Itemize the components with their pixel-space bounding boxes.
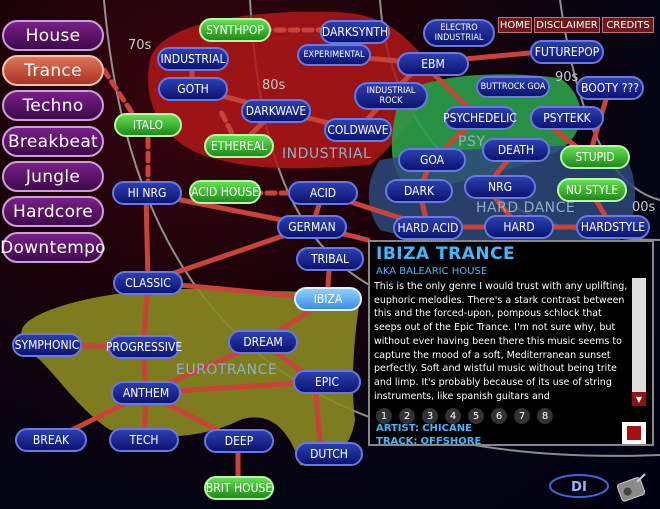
genre-italo[interactable]: ITALO — [114, 113, 182, 137]
era-label-70s: 70s — [128, 38, 152, 53]
genre-german[interactable]: GERMAN — [277, 215, 347, 239]
genre-tech[interactable]: TECH — [109, 428, 179, 452]
genre-industrial-rock[interactable]: INDUSTRIAL ROCK — [354, 82, 428, 110]
track-button-6[interactable]: 6 — [491, 408, 507, 424]
track-selector: 1 2 3 4 5 6 7 8 — [376, 408, 553, 424]
zone-label-eurotrance: EUROTRANCE — [176, 362, 278, 378]
genre-break[interactable]: BREAK — [15, 428, 87, 452]
aka-value: BALEARIC HOUSE — [399, 266, 488, 277]
track-button-5[interactable]: 5 — [468, 408, 484, 424]
genre-booty[interactable]: BOOTY ??? — [576, 76, 644, 100]
aka-label: AKA — [376, 266, 397, 277]
genre-buttrock-goa[interactable]: BUTTROCK GOA — [476, 76, 550, 98]
category-house[interactable]: House — [2, 20, 104, 51]
genre-hard[interactable]: HARD — [484, 215, 554, 239]
genre-hi-nrg[interactable]: HI NRG — [112, 181, 182, 205]
stop-icon — [627, 426, 641, 440]
category-trance[interactable]: Trance — [2, 55, 104, 86]
genre-coldwave[interactable]: COLDWAVE — [324, 118, 392, 142]
artist-value: CHICANE — [422, 423, 472, 434]
genre-epic[interactable]: EPIC — [293, 370, 361, 394]
zone-label-industrial: INDUSTRIAL — [282, 146, 372, 162]
stop-button[interactable] — [622, 422, 646, 444]
track-button-2[interactable]: 2 — [399, 408, 415, 424]
genre-darksynth[interactable]: DARKSYNTH — [320, 20, 390, 44]
genre-nu-style[interactable]: NU STYLE — [557, 178, 627, 202]
track-button-8[interactable]: 8 — [537, 408, 553, 424]
genre-industrial[interactable]: INDUSTRIAL — [157, 47, 229, 71]
credits-link[interactable]: CREDITS — [602, 17, 654, 33]
genre-dutch[interactable]: DUTCH — [295, 442, 363, 466]
genre-info-panel: IBIZA TRANCE AKA BALEARIC HOUSE This is … — [368, 240, 654, 447]
genre-brit-house[interactable]: BRIT HOUSE — [204, 476, 274, 500]
era-label-00s: 00s — [632, 200, 656, 215]
genre-progressive[interactable]: PROGRESSIVE — [106, 335, 182, 359]
genre-classic[interactable]: CLASSIC — [113, 271, 183, 295]
genre-electro-industrial[interactable]: ELECTRO INDUSTRIAL — [423, 19, 495, 47]
artist-label: ARTIST: — [376, 423, 420, 434]
category-breakbeat[interactable]: Breakbeat — [2, 126, 104, 157]
genre-dream[interactable]: DREAM — [228, 330, 298, 354]
genre-anthem[interactable]: ANTHEM — [111, 381, 181, 405]
category-jungle[interactable]: Jungle — [2, 161, 104, 192]
genre-info-aka: AKA BALEARIC HOUSE — [376, 266, 487, 277]
genre-tribal[interactable]: TRIBAL — [296, 247, 364, 271]
zone-label-hard-dance: HARD DANCE — [476, 200, 576, 216]
genre-symphonic[interactable]: SYMPHONIC — [12, 333, 82, 357]
genre-deep[interactable]: DEEP — [204, 429, 274, 453]
genre-dark[interactable]: DARK — [385, 179, 453, 203]
genre-acid[interactable]: ACID — [288, 181, 358, 205]
genre-darkwave[interactable]: DARKWAVE — [241, 99, 311, 123]
genre-goth[interactable]: GOTH — [158, 77, 228, 101]
disclaimer-link[interactable]: DISCLAIMER — [534, 17, 600, 33]
genre-experimental[interactable]: EXPERIMENTAL — [297, 44, 371, 66]
zone-label-psy: PSY — [458, 134, 486, 150]
category-hardcore[interactable]: Hardcore — [2, 196, 104, 227]
track-button-4[interactable]: 4 — [445, 408, 461, 424]
di-logo[interactable]: DI — [548, 472, 610, 502]
logo-text: DI — [571, 480, 587, 495]
genre-ebm[interactable]: EBM — [397, 52, 469, 76]
home-link[interactable]: HOME — [498, 17, 532, 33]
genre-psychedelic[interactable]: PSYCHEDELIC — [443, 106, 517, 130]
radio-icon[interactable] — [615, 472, 649, 504]
genre-description: This is the only genre I would trust wit… — [374, 281, 628, 402]
genre-stupid[interactable]: STUPID — [560, 145, 630, 169]
track-line: TRACK: OFFSHORE — [376, 436, 481, 447]
track-label: TRACK: — [376, 436, 418, 447]
genre-synthpop[interactable]: SYNTHPOP — [199, 18, 271, 42]
era-label-80s: 80s — [262, 78, 286, 93]
genre-futurepop[interactable]: FUTUREPOP — [530, 40, 604, 64]
scroll-down-button[interactable]: ▼ — [632, 392, 646, 406]
genre-acid-house[interactable]: ACID HOUSE — [189, 180, 261, 204]
genre-ethereal[interactable]: ETHEREAL — [204, 134, 274, 158]
scrollbar-track[interactable] — [632, 278, 646, 406]
track-button-3[interactable]: 3 — [422, 408, 438, 424]
category-downtempo[interactable]: Downtempo — [0, 232, 106, 263]
genre-psytekk[interactable]: PSYTEKK — [530, 106, 604, 130]
genre-nrg[interactable]: NRG — [464, 175, 536, 199]
genre-goa[interactable]: GOA — [398, 148, 466, 172]
era-label-90s: 90s — [555, 70, 579, 85]
genre-ibiza[interactable]: IBIZA — [294, 287, 362, 311]
artist-line: ARTIST: CHICANE — [376, 423, 472, 434]
track-value: OFFSHORE — [420, 436, 482, 447]
genre-info-title: IBIZA TRANCE — [376, 244, 516, 264]
track-button-1[interactable]: 1 — [376, 408, 392, 424]
genre-hardstyle[interactable]: HARDSTYLE — [576, 215, 650, 239]
track-button-7[interactable]: 7 — [514, 408, 530, 424]
genre-hard-acid[interactable]: HARD ACID — [393, 216, 463, 240]
category-techno[interactable]: Techno — [2, 90, 104, 121]
genre-death[interactable]: DEATH — [482, 138, 550, 162]
